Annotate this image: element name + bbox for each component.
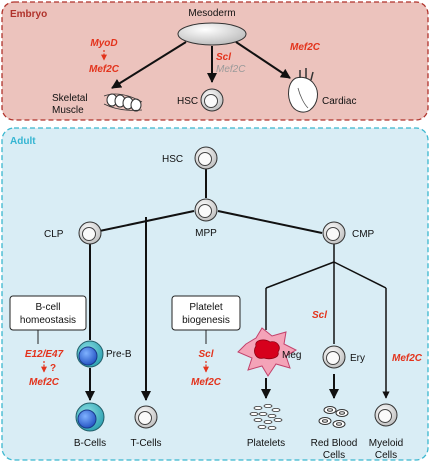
arrow-to-skeletal [111,41,187,89]
line-mpp-clp [89,210,195,234]
cmp-cell [322,221,346,245]
cardiac-label: Cardiac [322,96,356,107]
gene-mef2c-myeloid: Mef2C [392,353,423,364]
t-cells-cell [134,405,158,429]
platelets-label: Platelets [247,438,285,449]
gene-mef2c-bcell: Mef2C [29,377,60,388]
embryo-panel: Embryo Mesoderm MyoD Mef2C Scl Mef2C Mef… [1,1,429,121]
red-blood-cells-icon [318,406,349,428]
hsc-adult-cell [194,146,218,170]
b-cells-label: B-Cells [74,438,106,449]
myeloid-label-line2: Cells [375,450,397,461]
embryo-title: Embryo [10,9,47,20]
gene-mef2c-gray: Mef2C [216,64,246,75]
myeloid-cell [374,403,398,427]
skeletal-label-line2: Muscle [52,105,84,116]
gene-scl-embryo: Scl [216,52,231,63]
myeloid-label-line1: Myeloid [369,438,403,449]
ery-cell [322,345,346,369]
platelet-box-line2: biogenesis [182,315,230,326]
clp-cell [78,221,102,245]
bcell-box-line1: B-cell [35,302,60,313]
line-hub-meg [265,261,335,289]
mesoderm-oval [177,22,247,46]
hsc-adult-label: HSC [162,154,183,165]
gene-mef2c-platelet: Mef2C [191,377,222,388]
pre-b-label: Pre-B [106,349,132,360]
bcell-homeostasis-box [9,295,87,331]
bcell-box-line2: homeostasis [20,315,76,326]
gene-e12e47: E12/E47 [25,349,64,360]
mpp-cell [194,198,218,222]
platelets-icon [249,403,283,430]
megakaryocyte-cell [237,327,298,377]
gene-scl-ery: Scl [312,310,327,321]
b-cells-cell [75,402,105,432]
adult-title: Adult [10,136,36,147]
hsc-embryo-cell [200,88,224,112]
skeletal-label-line1: Skeletal [52,93,88,104]
adult-panel: Adult HSC MPP CL [1,127,429,461]
rbc-label-line2: Cells [323,450,345,461]
question-mark: ? [50,363,56,374]
line-mpp-cmp [217,210,323,234]
arrow-to-cardiac [235,41,291,79]
gene-mef2c-muscle: Mef2C [89,64,120,75]
ery-label: Ery [350,353,365,364]
line-hub-myeloid [333,261,387,289]
cmp-label: CMP [352,229,375,240]
adult-panel-background [1,127,429,461]
rbc-label-line1: Red Blood [311,438,358,449]
pre-b-cell [76,340,104,368]
meg-label: Meg [282,350,301,361]
mpp-label: MPP [195,228,217,239]
gene-mef2c-cardiac: Mef2C [290,42,321,53]
embryo-panel-background [1,1,429,121]
gene-scl-platelet: Scl [198,349,213,360]
platelet-box-line1: Platelet [189,302,223,313]
t-cells-label: T-Cells [130,438,161,449]
clp-label: CLP [44,229,64,240]
hsc-embryo-label: HSC [177,96,198,107]
gene-myod: MyoD [90,38,117,49]
skeletal-muscle-icon [103,93,143,112]
heart-icon [288,68,318,113]
mesoderm-label: Mesoderm [188,8,235,19]
